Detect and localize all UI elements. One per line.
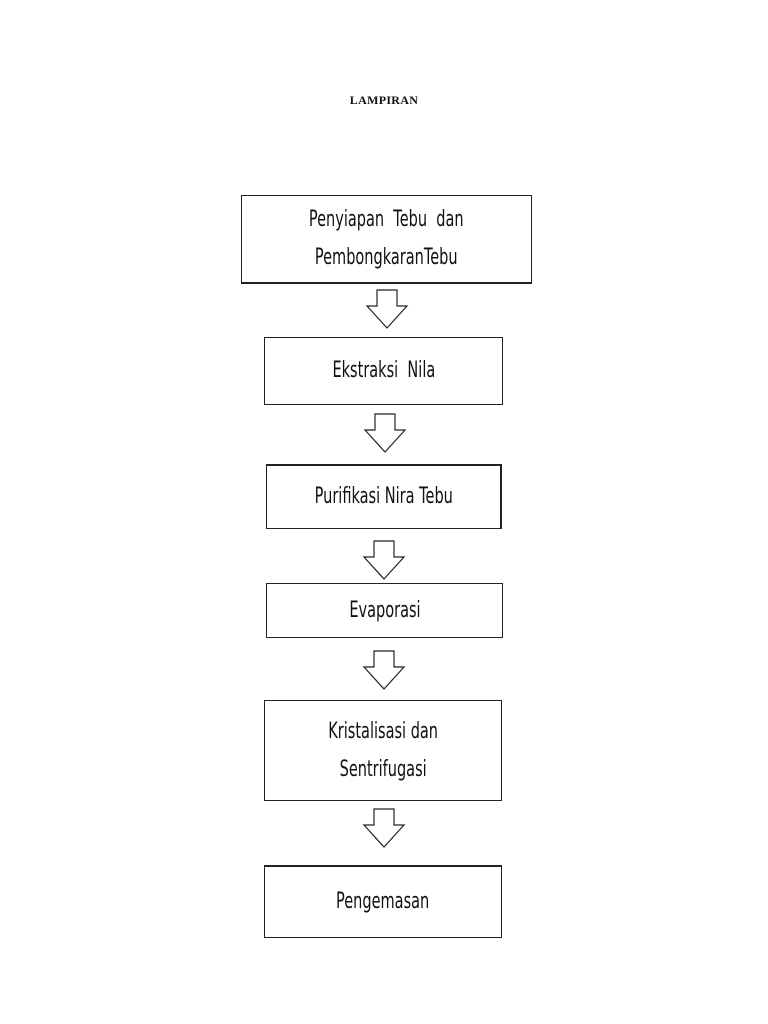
- down-arrow-icon: [363, 413, 407, 453]
- down-arrow-icon: [362, 650, 406, 690]
- flow-step-pengemasan: Pengemasan: [264, 865, 502, 938]
- flow-step-line: Penyiapan Tebu dan: [309, 207, 464, 232]
- down-arrow-icon: [362, 540, 406, 580]
- flow-step-label: Kristalisasi dan Sentrifugasi: [328, 713, 438, 789]
- page-heading: LAMPIRAN: [349, 93, 419, 107]
- flow-step-line: Purifikasi Nira Tebu: [314, 484, 453, 509]
- flow-step-line: Evaporasi: [348, 597, 421, 623]
- flow-step-evaporasi: Evaporasi: [266, 583, 503, 638]
- flow-step-label: Ekstraksi Nila: [332, 352, 435, 390]
- flow-step-label: Purifikasi Nira Tebu: [314, 478, 452, 516]
- down-arrow-icon: [362, 808, 406, 848]
- flow-step-line: Pengemasan: [336, 889, 430, 914]
- flow-step-line: Kristalisasi dan: [328, 718, 438, 744]
- flow-step-label: Evaporasi: [349, 592, 420, 630]
- flow-step-line: Ekstraksi Nila: [332, 358, 435, 383]
- flow-step-ekstraksi-nila: Ekstraksi Nila: [264, 337, 503, 405]
- flow-step-kristalisasi: Kristalisasi dan Sentrifugasi: [264, 700, 502, 801]
- down-arrow-icon: [365, 289, 409, 329]
- flow-step-line: Sentrifugasi: [339, 756, 427, 782]
- flow-step-label: Penyiapan Tebu dan PembongkaranTebu: [309, 201, 464, 277]
- flow-step-label: Pengemasan: [336, 883, 429, 921]
- flow-step-penyiapan-tebu: Penyiapan Tebu dan PembongkaranTebu: [241, 195, 532, 284]
- flow-step-purifikasi-nira: Purifikasi Nira Tebu: [266, 464, 502, 529]
- flow-step-line: PembongkaranTebu: [315, 245, 458, 270]
